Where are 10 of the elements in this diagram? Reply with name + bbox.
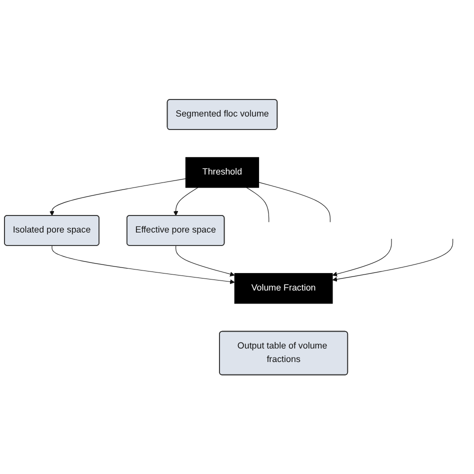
connector-line <box>246 187 270 222</box>
arrow <box>332 238 392 276</box>
arrow <box>332 238 454 282</box>
connector-line <box>258 182 330 222</box>
arrow <box>52 245 235 284</box>
arrow <box>173 187 198 216</box>
node-box: Threshold <box>185 157 260 188</box>
arrow <box>176 245 235 276</box>
arrow <box>49 178 186 216</box>
node-box: Volume Fraction <box>234 272 333 304</box>
